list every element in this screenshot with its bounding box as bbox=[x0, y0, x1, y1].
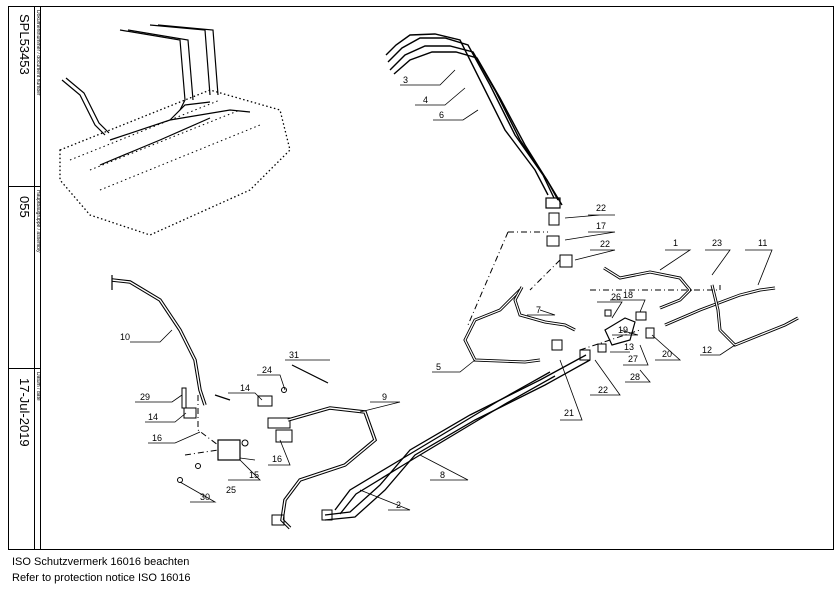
callout: 14 bbox=[148, 412, 158, 422]
callout: 9 bbox=[382, 392, 387, 402]
drawing-frame bbox=[8, 6, 834, 550]
hose-9 bbox=[271, 406, 378, 530]
callout: 12 bbox=[702, 345, 712, 355]
callout: 10 bbox=[120, 332, 130, 342]
callout: 7 bbox=[536, 305, 541, 315]
title-block-separator bbox=[8, 368, 41, 369]
hose-2 bbox=[321, 354, 591, 521]
fittings-21-22 bbox=[551, 339, 607, 361]
iso-notice-english: Refer to protection notice ISO 16016 bbox=[12, 572, 191, 584]
callout: 22 bbox=[596, 203, 606, 213]
callout: 1 bbox=[673, 238, 678, 248]
callout: 24 bbox=[262, 365, 272, 375]
callout: 20 bbox=[662, 349, 672, 359]
callout: 2 bbox=[396, 500, 401, 510]
callout: 11 bbox=[758, 238, 767, 248]
callout-leaders bbox=[130, 69, 773, 511]
hose-bundle-3-4-6 bbox=[385, 33, 563, 209]
hose-8 bbox=[111, 275, 207, 406]
iso-notice-german: ISO Schutzvermerk 16016 beachten bbox=[12, 556, 190, 568]
callout: 5 bbox=[436, 362, 441, 372]
callout: 18 bbox=[623, 290, 633, 300]
callout: 16 bbox=[272, 454, 282, 464]
callout: 8 bbox=[440, 470, 445, 480]
callout: 25 bbox=[226, 485, 236, 495]
title-block-separator bbox=[8, 186, 41, 187]
callout: 17 bbox=[596, 221, 606, 231]
title-block: SPL53453 Dokumentnummer / document numbe… bbox=[8, 6, 41, 550]
machine-overview-sketch bbox=[59, 24, 291, 236]
callout: 14 bbox=[240, 383, 250, 393]
fittings-17-22 bbox=[467, 212, 573, 326]
callout: 29 bbox=[140, 392, 150, 402]
callout: 28 bbox=[630, 372, 640, 382]
callout: 22 bbox=[598, 385, 608, 395]
callout: 16 bbox=[152, 433, 162, 443]
callout: 3 bbox=[403, 75, 408, 85]
title-block-divider bbox=[34, 6, 35, 550]
hose-11 bbox=[664, 286, 776, 327]
callout: 6 bbox=[439, 110, 444, 120]
callout: 21 bbox=[564, 408, 574, 418]
callout: 31 bbox=[289, 350, 299, 360]
callout: 19 bbox=[618, 325, 628, 335]
hose-12 bbox=[710, 284, 799, 347]
hose-10 bbox=[334, 371, 556, 515]
callout: 4 bbox=[423, 95, 428, 105]
hose-1 bbox=[603, 266, 693, 310]
callout: 23 bbox=[712, 238, 722, 248]
callout: 26 bbox=[611, 292, 621, 302]
hose-7 bbox=[513, 286, 576, 332]
callout: 30 bbox=[200, 492, 210, 502]
hose-5 bbox=[463, 288, 541, 364]
callout: 15 bbox=[249, 470, 259, 480]
callout: 13 bbox=[624, 342, 634, 352]
bracket-assembly-13 bbox=[579, 285, 721, 351]
callout: 27 bbox=[628, 354, 638, 364]
callout: 22 bbox=[600, 239, 610, 249]
